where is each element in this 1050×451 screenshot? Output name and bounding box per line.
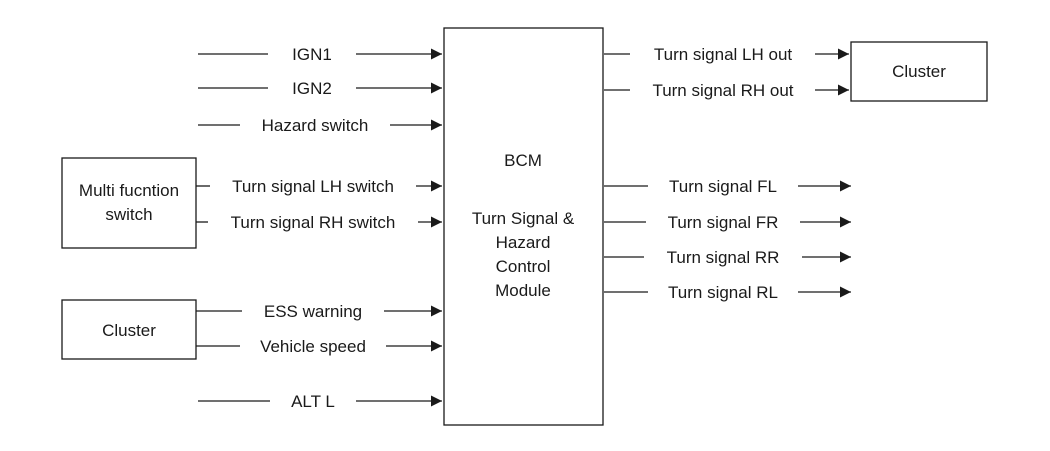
- turn-rh-out-label: Turn signal RH out: [652, 81, 793, 100]
- bcm-subtitle-line-3: Control: [496, 257, 551, 276]
- alt-l-label: ALT L: [291, 392, 335, 411]
- cluster-left-box: [61, 299, 197, 360]
- turn-rr-label: Turn signal RR: [667, 248, 780, 267]
- bcm-subtitle-line-2: Hazard: [496, 233, 551, 252]
- turn-rh-switch-label: Turn signal RH switch: [231, 213, 396, 232]
- ess-warning-label: ESS warning: [264, 302, 362, 321]
- turn-lh-switch-label: Turn signal LH switch: [232, 177, 394, 196]
- turn-rl-label: Turn signal RL: [668, 283, 778, 302]
- multi-function-switch-label-line-2: switch: [105, 205, 152, 224]
- cluster-right-label: Cluster: [892, 62, 946, 81]
- turn-fl-label: Turn signal FL: [669, 177, 777, 196]
- hazard-switch-label: Hazard switch: [262, 116, 369, 135]
- multi-function-switch-label-line-1: Multi fucntion: [79, 181, 179, 200]
- turn-lh-out-label: Turn signal LH out: [654, 45, 793, 64]
- bcm-title: BCM: [504, 151, 542, 170]
- cluster-left-label: Cluster: [102, 321, 156, 340]
- bcm-box: [443, 27, 604, 426]
- ign1-label: IGN1: [292, 45, 332, 64]
- multi-function-switch-box: [61, 157, 197, 249]
- bcm-subtitle-line-1: Turn Signal &: [472, 209, 575, 228]
- turn-fr-label: Turn signal FR: [668, 213, 779, 232]
- vehicle-speed-label: Vehicle speed: [260, 337, 366, 356]
- ign2-label: IGN2: [292, 79, 332, 98]
- bcm-subtitle-line-4: Module: [495, 281, 551, 300]
- cluster-right-box: [850, 41, 988, 102]
